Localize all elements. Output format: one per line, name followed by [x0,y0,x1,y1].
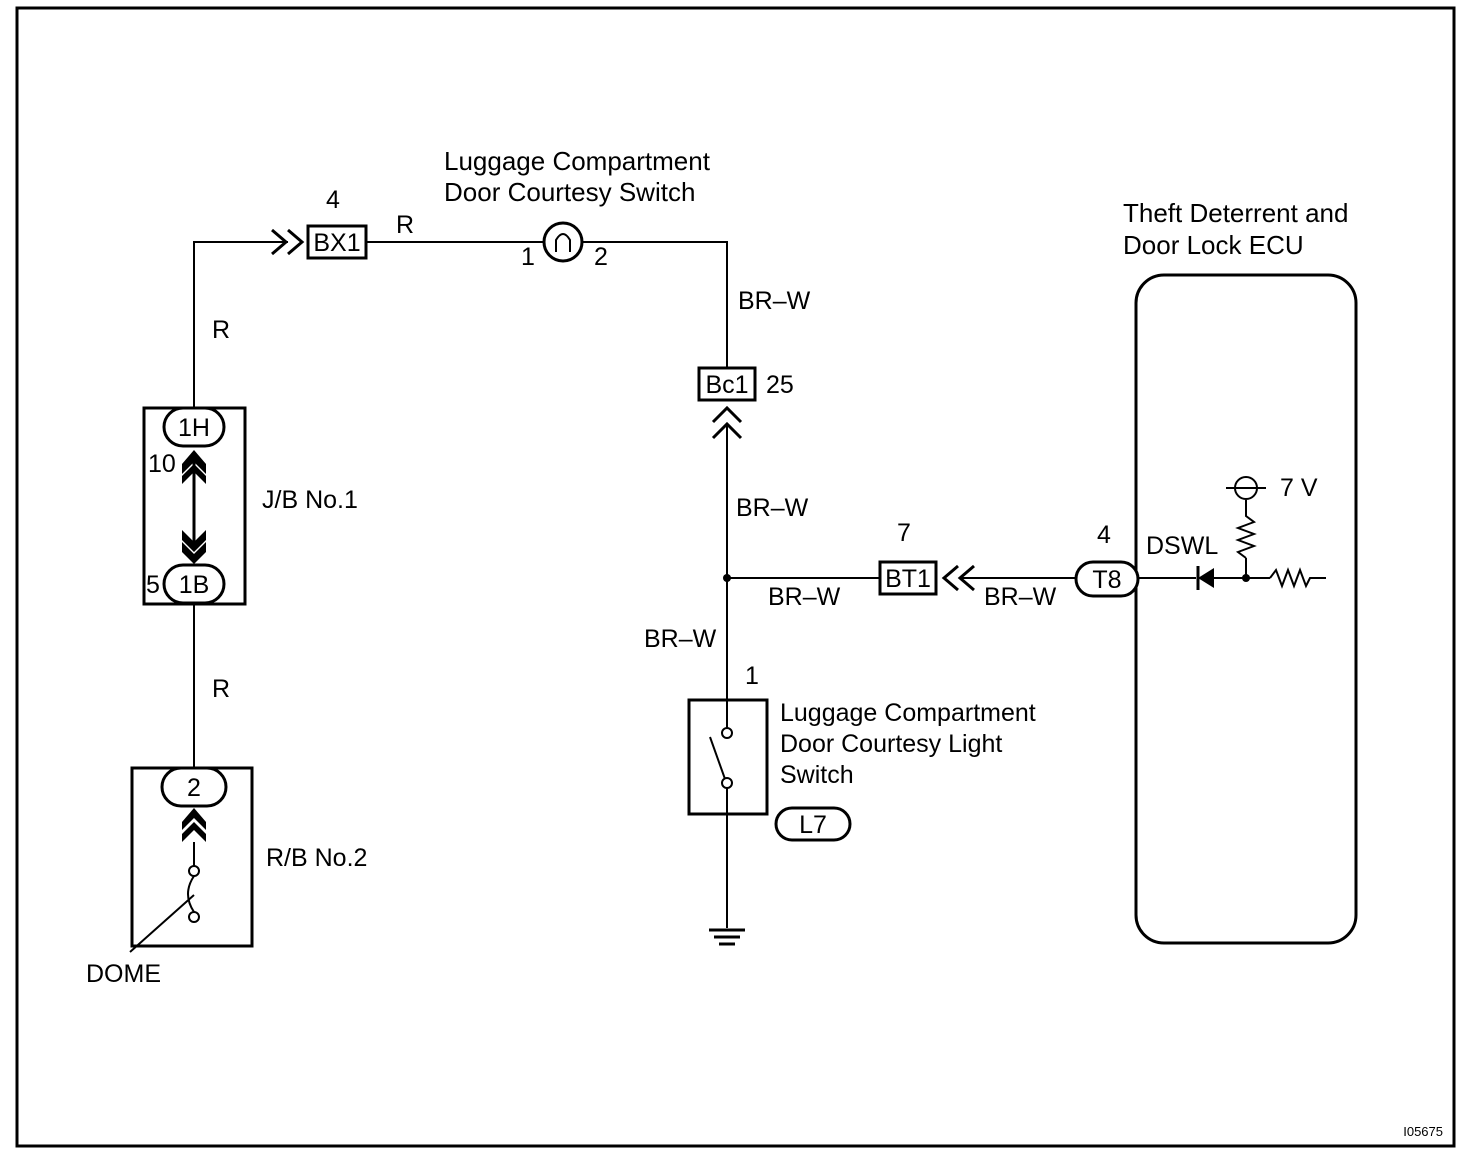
luggage-door-courtesy-switch: Luggage Compartment Door Courtesy Switch… [444,146,711,271]
connector-bt1: BT1 7 [878,519,975,596]
connector-bc1: Bc1 25 [697,366,794,440]
wire-r-top-label: R [396,211,414,239]
bx1-chevron-icon [271,228,305,256]
theft-deterrent-ecu: Theft Deterrent and Door Lock ECU T8 4 D… [1074,198,1358,945]
bc1-pin: 25 [766,371,794,399]
bx1-pin: 4 [326,186,340,214]
bt1-name: BT1 [885,565,931,593]
wire-r-lower-label: R [212,675,230,703]
light-switch-label-1: Luggage Compartment [780,699,1036,727]
ground-icon [709,814,745,946]
courtesy-switch-pin-right: 2 [594,243,608,271]
light-switch-label-2: Door Courtesy Light [780,730,1002,758]
ecu-connector: T8 [1092,566,1121,594]
jb-pin-top: 1H [178,414,210,442]
courtesy-switch-label-1: Luggage Compartment [444,146,711,176]
light-switch-connector: L7 [799,811,827,839]
courtesy-switch-label-2: Door Courtesy Switch [444,177,695,207]
wire-r-upper [193,241,288,408]
rb-no2: 2 R/B No.2 DOME [86,766,367,988]
rb-label: R/B No.2 [266,844,367,872]
courtesy-switch-icon [555,233,571,252]
ecu-pin: 4 [1097,521,1111,549]
courtesy-switch-pin-left: 1 [521,243,535,271]
dome-label: DOME [86,960,161,988]
resistor-vertical-icon [1235,500,1257,559]
resistor-horizontal-icon [1269,567,1326,589]
jb-pin-top-num: 10 [148,450,176,478]
figure-id: I05675 [1403,1124,1443,1139]
light-switch-blade-icon [709,736,726,780]
courtesy-light-switch: 1 Luggage Compartment Door Courtesy Ligh… [687,662,1036,842]
wire-brw-1 [582,241,728,368]
ecu-label-1: Theft Deterrent and [1123,198,1348,228]
wire-brw-1-label: BR–W [738,287,811,315]
wire-brw-3-label: BR–W [768,583,841,611]
ecu-signal: DSWL [1146,532,1218,560]
jb-chevron-down-icon [182,530,206,564]
jb-label: J/B No.1 [262,486,358,514]
jb-pin-bottom: 1B [179,571,210,599]
diode-icon [1198,568,1214,588]
connector-bx1: BX1 4 [271,186,368,260]
jb-chevron-up-icon [182,450,206,484]
bc1-name: Bc1 [705,371,748,399]
jb-no1: 1H 1B 10 5 J/B No.1 [142,406,358,606]
rb-pin: 2 [187,774,201,802]
ecu-label-2: Door Lock ECU [1123,230,1304,260]
light-switch-label-3: Switch [780,761,854,789]
light-switch-pin: 1 [745,662,759,690]
wire-brw-2-label: BR–W [736,494,809,522]
bt1-pin: 7 [897,519,911,547]
wire-brw-5-label: BR–W [984,583,1057,611]
diagram-frame [15,6,1456,1148]
bx1-name: BX1 [313,229,360,257]
jb-pin-bottom-num: 5 [146,571,160,599]
rb-chevron-icon [182,808,206,842]
wire-brw-4-label: BR–W [644,625,717,653]
wire-r-upper-label: R [212,316,230,344]
ecu-voltage: 7 V [1280,474,1318,502]
